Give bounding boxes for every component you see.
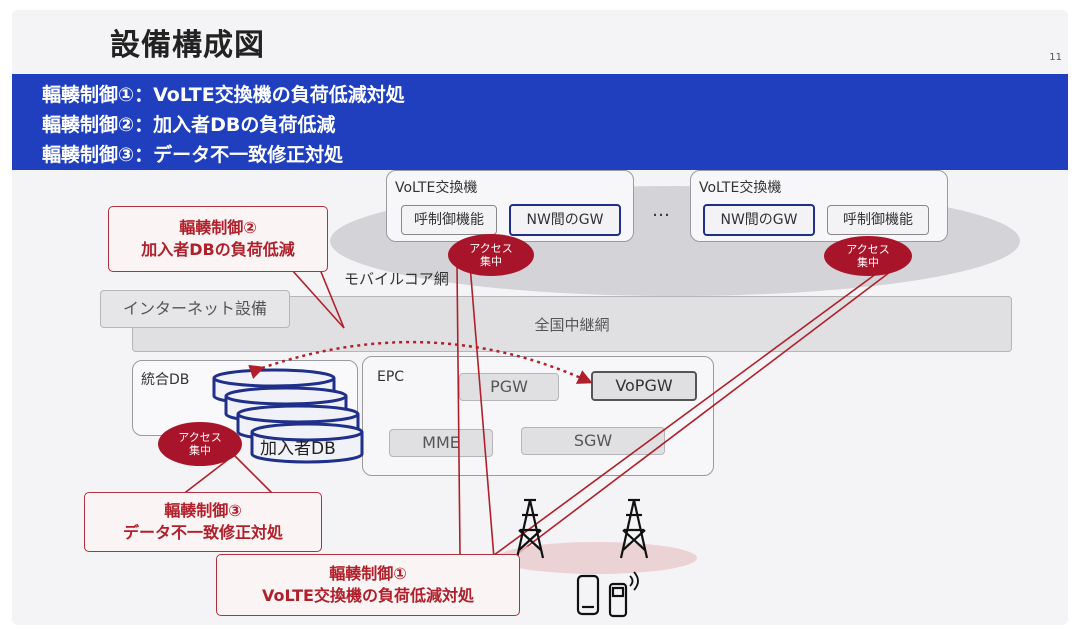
ellipsis: … (652, 200, 670, 221)
slide: 設備構成図 11 輻輳制御①：VoLTE交換機の負荷低減対処 輻輳制御②：加入者… (12, 10, 1068, 625)
volte-right-label: VoLTE交換機 (699, 180, 782, 196)
integrated-db-label: 統合DB (141, 372, 190, 388)
callout-congestion-2: 輻輳制御② 加入者DBの負荷低減 (108, 206, 328, 272)
call-control-right: 呼制御機能 (827, 205, 929, 235)
volte-switch-left: VoLTE交換機 呼制御機能 NW間のGW (386, 170, 634, 242)
sgw: SGW (521, 427, 665, 455)
mme: MME (389, 429, 493, 457)
callout3-pointer-b (233, 454, 275, 496)
banner-line-1: 輻輳制御①：VoLTE交換機の負荷低減対処 (42, 84, 405, 106)
banner-line-2: 輻輳制御②：加入者DBの負荷低減 (42, 114, 336, 136)
call-control-left: 呼制御機能 (401, 205, 497, 235)
callout2-title: 輻輳制御② (179, 218, 257, 237)
access-tag-line-2: 集中 (857, 256, 879, 269)
access-tag-line-1: アクセス (846, 243, 890, 256)
vopgw: VoPGW (591, 371, 697, 401)
mobile-core-label: モバイルコア網 (344, 270, 449, 288)
access-line-right-1 (489, 267, 885, 559)
callout3-pointer-a (181, 454, 235, 496)
database-cylinder-icon (250, 422, 364, 464)
access-line-right-2 (511, 271, 891, 559)
page-number: 11 (1049, 52, 1062, 63)
callout-congestion-1: 輻輳制御① VoLTE交換機の負荷低減対処 (216, 554, 520, 616)
nw-gw-left: NW間のGW (509, 204, 621, 236)
access-tag-line-2: 集中 (480, 255, 502, 268)
subscriber-db-label: 加入者DB (260, 439, 336, 459)
callout1-title: 輻輳制御① (329, 564, 407, 583)
access-tag-volte-left: アクセス 集中 (448, 234, 534, 276)
volte-switch-right: VoLTE交換機 NW間のGW 呼制御機能 (690, 170, 948, 242)
callout2-desc: 加入者DBの負荷低減 (141, 240, 295, 259)
callout1-desc: VoLTE交換機の負荷低減対処 (262, 586, 474, 605)
nw-gw-right: NW間のGW (703, 204, 815, 236)
callout-congestion-3: 輻輳制御③ データ不一致修正対処 (84, 492, 322, 552)
feature-phone-icon (608, 582, 628, 618)
slide-title: 設備構成図 (110, 28, 265, 63)
access-tag-line-2: 集中 (189, 444, 211, 457)
banner-line-3: 輻輳制御③：データ不一致修正対処 (42, 144, 344, 166)
signal-waves-icon (629, 571, 639, 591)
smartphone-icon (576, 574, 600, 616)
internet-equipment: インターネット設備 (100, 290, 290, 328)
access-line-left-1 (456, 264, 461, 556)
cell-tower-icon (515, 498, 545, 559)
summary-banner: 輻輳制御①：VoLTE交換機の負荷低減対処 輻輳制御②：加入者DBの負荷低減 輻… (12, 74, 1068, 170)
access-line-left-2 (469, 264, 495, 559)
access-tag-line-1: アクセス (178, 431, 222, 444)
access-tag-volte-right: アクセス 集中 (824, 236, 912, 276)
db-vopgw-arrow (248, 340, 593, 384)
volte-left-label: VoLTE交換機 (395, 180, 478, 196)
callout3-title: 輻輳制御③ (164, 501, 242, 520)
cell-tower-icon (619, 498, 649, 559)
access-tag-db: アクセス 集中 (158, 422, 242, 466)
callout3-desc: データ不一致修正対処 (122, 523, 283, 542)
access-tag-line-1: アクセス (469, 242, 513, 255)
coverage-area (497, 542, 697, 574)
